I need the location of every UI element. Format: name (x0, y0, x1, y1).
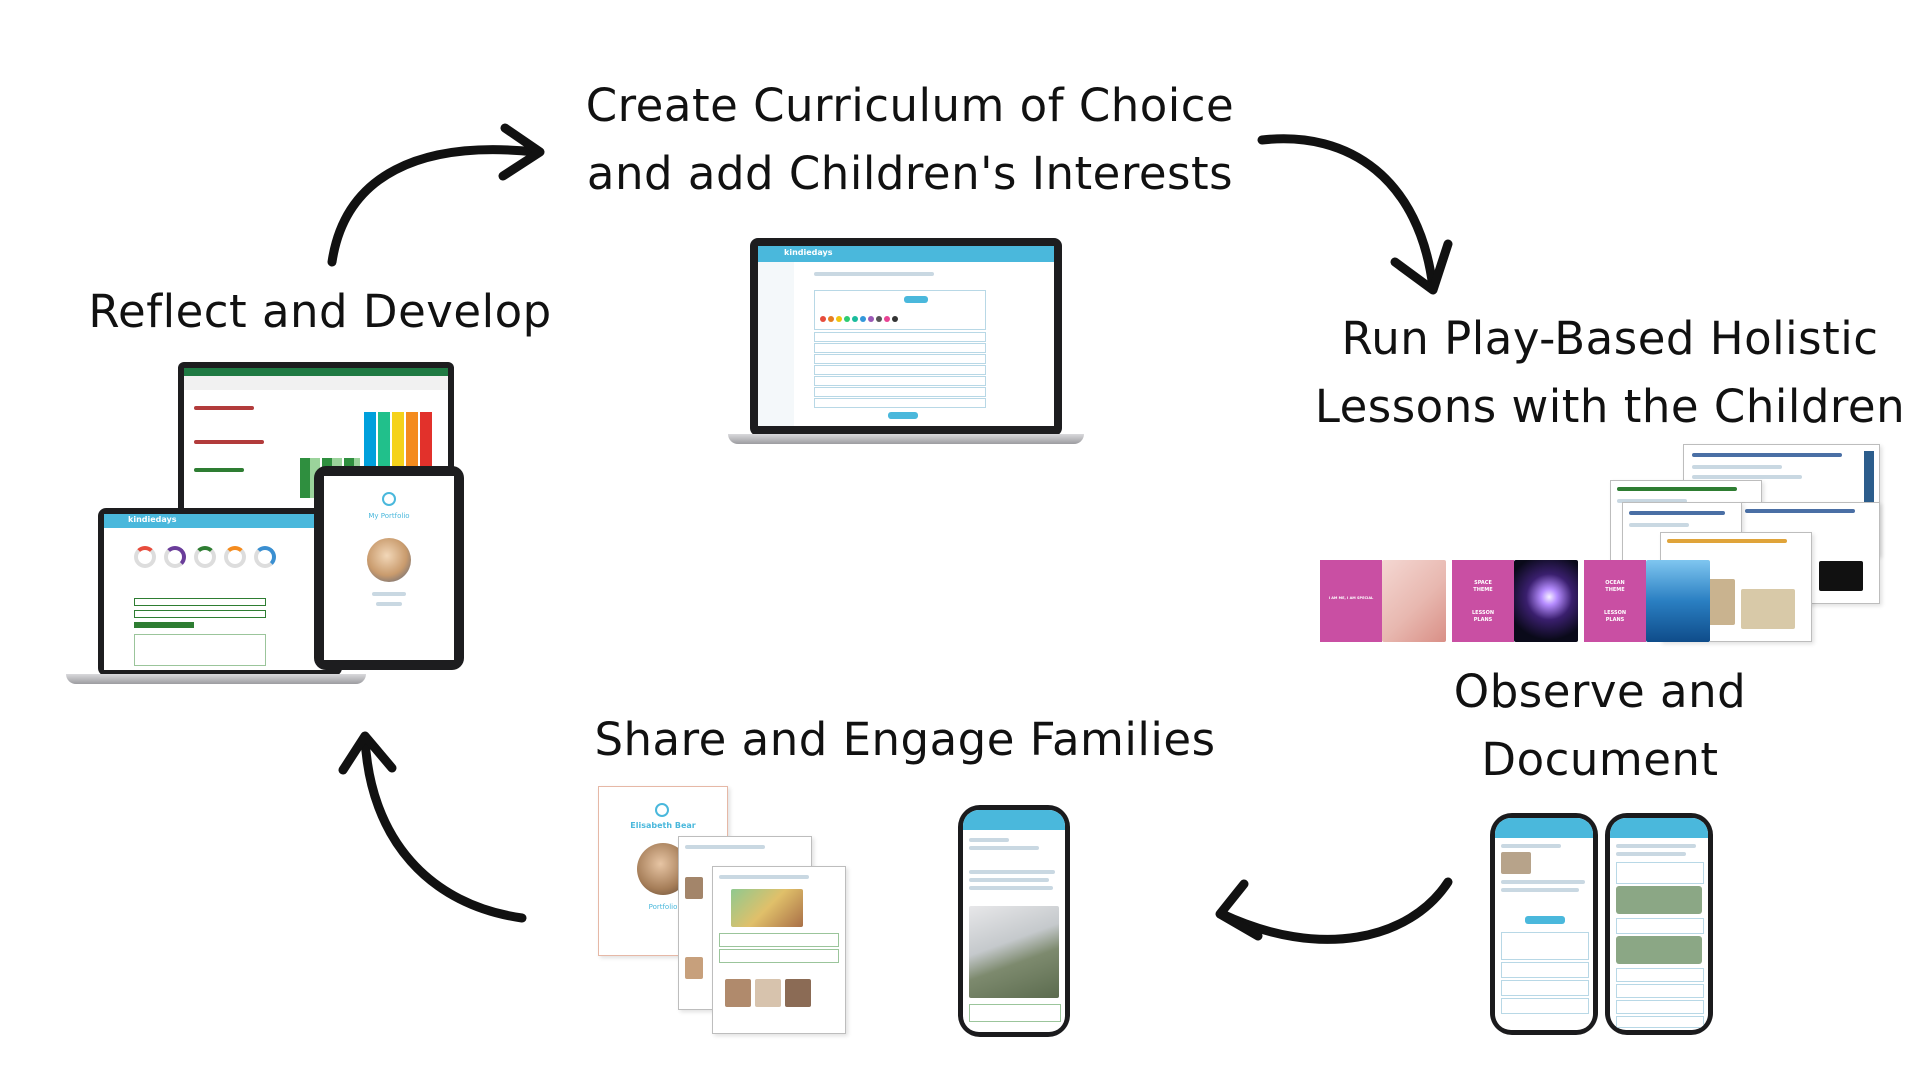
interests-panel (814, 290, 986, 330)
step-share-line1: Share and Engage Families (594, 713, 1216, 766)
step-create-line2: and add Children's Interests (586, 147, 1234, 200)
step-share-heading: Share and Engage Families (560, 706, 1250, 774)
curved-arrow-icon-share-to-reflect (338, 731, 527, 923)
observation-phone-left (1490, 813, 1598, 1035)
step-run-line2: Lessons with the Children (1314, 380, 1906, 433)
step-run-heading: Run Play-Based Holistic Lessons with the… (1300, 305, 1920, 441)
step-reflect-heading: Reflect and Develop (80, 278, 560, 346)
smile-logo-icon (382, 492, 396, 506)
step-observe-heading: Observe and Document (1450, 658, 1750, 794)
step-create-line1: Create Curriculum of Choice (585, 79, 1235, 132)
reflect-devices: kindiedays My Portfolio (66, 362, 496, 707)
lesson-card-3-subtitle: LESSON PLANS (1603, 610, 1626, 623)
step-create-heading: Create Curriculum of Choice and add Chil… (560, 72, 1260, 208)
portfolio-page-front (712, 866, 846, 1034)
portfolio-label: Portfolio (648, 903, 678, 911)
lesson-card-3-title: OCEAN THEME (1605, 580, 1625, 593)
portfolio-child-name: Elisabeth Bear (630, 821, 696, 830)
curriculum-laptop: kindiedays (728, 238, 1084, 444)
curved-arrow-icon-reflect-to-create (327, 123, 545, 267)
curved-arrow-icon-observe-to-share (1215, 877, 1453, 944)
brand-logo: kindiedays (128, 515, 177, 524)
curved-arrow-icon-create-to-run (1257, 134, 1453, 295)
lesson-card-3: OCEAN THEME LESSON PLANS (1584, 560, 1710, 642)
lesson-card-1: I AM ME, I AM SPECIAL (1320, 560, 1446, 642)
observation-phone-right (1605, 813, 1713, 1035)
lesson-plan-documents: I AM ME, I AM SPECIAL SPACE THEME LESSON… (1320, 440, 1880, 645)
laptop-screen: kindiedays (758, 246, 1054, 426)
lesson-card-2: SPACE THEME LESSON PLANS (1452, 560, 1578, 642)
lesson-card-2-subtitle: LESSON PLANS (1471, 610, 1494, 623)
step-observe-line1: Observe and (1453, 665, 1747, 718)
step-observe-line2: Document (1481, 733, 1719, 786)
lesson-card-2-title: SPACE THEME (1473, 580, 1493, 593)
reflect-laptop-screen: kindiedays (104, 514, 336, 670)
smile-logo-icon (655, 803, 669, 817)
family-portfolio: Elisabeth Bear Portfolio (598, 786, 848, 1034)
step-reflect-line1: Reflect and Develop (88, 285, 552, 338)
laptop-base (66, 674, 366, 684)
app-sidebar (758, 262, 794, 426)
brand-logo: kindiedays (784, 248, 833, 257)
tablet-portfolio-title: My Portfolio (368, 512, 410, 520)
app-header: kindiedays (758, 246, 1054, 262)
step-run-line1: Run Play-Based Holistic (1341, 312, 1879, 365)
lesson-card-1-title: I AM ME, I AM SPECIAL (1328, 596, 1374, 600)
laptop-base (728, 434, 1084, 444)
reflect-tablet-screen: My Portfolio (324, 476, 454, 660)
family-share-phone (958, 805, 1070, 1037)
